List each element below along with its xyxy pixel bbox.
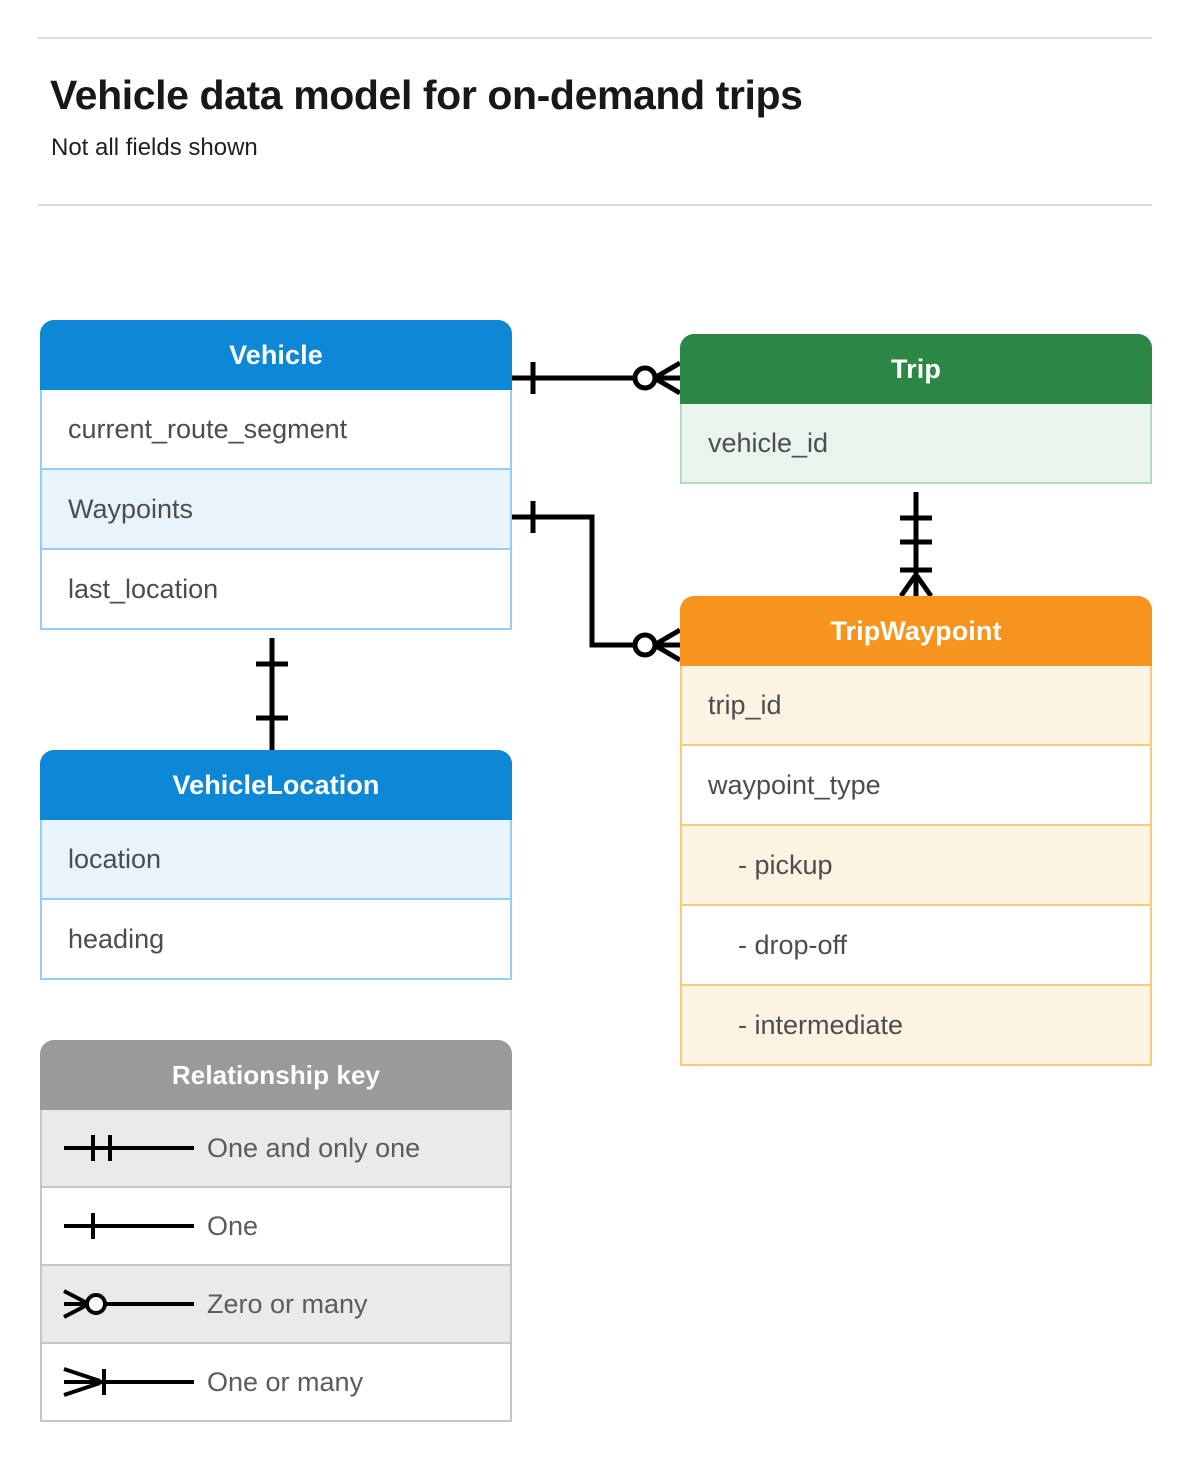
legend-item-zero-or-many[interactable]: Zero or many bbox=[40, 1266, 512, 1344]
entity-vehiclelocation-title: VehicleLocation bbox=[40, 750, 512, 820]
field-vehicle-id[interactable]: vehicle_id bbox=[680, 404, 1152, 484]
field-waypoint-type-intermediate[interactable]: - intermediate bbox=[680, 986, 1152, 1066]
entity-vehicle-fields: current_route_segment Waypoints last_loc… bbox=[40, 390, 512, 630]
field-waypoint-type-dropoff[interactable]: - drop-off bbox=[680, 906, 1152, 986]
field-last-location[interactable]: last_location bbox=[40, 550, 512, 630]
legend-item-one-and-only-one[interactable]: One and only one bbox=[40, 1110, 512, 1188]
field-trip-id[interactable]: trip_id bbox=[680, 666, 1152, 746]
field-current-route-segment[interactable]: current_route_segment bbox=[40, 390, 512, 470]
field-location[interactable]: location bbox=[40, 820, 512, 900]
page-header: Vehicle data model for on-demand trips N… bbox=[0, 0, 1190, 210]
connector-waypoints-to-tripwaypoint bbox=[512, 501, 682, 663]
legend-label-one-and-only-one: One and only one bbox=[207, 1132, 421, 1163]
connector-vehicle-to-vehiclelocation bbox=[256, 638, 288, 750]
relationship-key-legend[interactable]: Relationship key One and only one One bbox=[40, 1040, 512, 1422]
page-title: Vehicle data model for on-demand trips bbox=[50, 72, 803, 118]
field-waypoint-type[interactable]: waypoint_type bbox=[680, 746, 1152, 826]
entity-trip-fields: vehicle_id bbox=[680, 404, 1152, 484]
connector-trip-to-tripwaypoint bbox=[898, 492, 934, 598]
header-divider-top bbox=[38, 37, 1152, 39]
zero-or-many-icon bbox=[42, 1284, 207, 1324]
entity-trip-title: Trip bbox=[680, 334, 1152, 404]
entity-vehiclelocation[interactable]: VehicleLocation location heading bbox=[40, 750, 512, 980]
entity-tripwaypoint-title: TripWaypoint bbox=[680, 596, 1152, 666]
one-or-many-icon bbox=[42, 1362, 207, 1402]
entity-trip[interactable]: Trip vehicle_id bbox=[680, 334, 1152, 484]
legend-item-one[interactable]: One bbox=[40, 1188, 512, 1266]
entity-tripwaypoint[interactable]: TripWaypoint trip_id waypoint_type - pic… bbox=[680, 596, 1152, 1066]
field-waypoints[interactable]: Waypoints bbox=[40, 470, 512, 550]
field-waypoint-type-pickup[interactable]: - pickup bbox=[680, 826, 1152, 906]
entity-vehicle-title: Vehicle bbox=[40, 320, 512, 390]
entity-vehicle[interactable]: Vehicle current_route_segment Waypoints … bbox=[40, 320, 512, 630]
entity-vehiclelocation-fields: location heading bbox=[40, 820, 512, 980]
field-heading[interactable]: heading bbox=[40, 900, 512, 980]
legend-item-one-or-many[interactable]: One or many bbox=[40, 1344, 512, 1422]
page-subtitle: Not all fields shown bbox=[51, 134, 258, 161]
legend-label-one: One bbox=[207, 1210, 259, 1241]
header-divider-bottom bbox=[38, 204, 1152, 206]
one-icon bbox=[42, 1206, 207, 1246]
connector-vehicle-to-trip bbox=[512, 360, 682, 396]
one-and-only-one-icon bbox=[42, 1128, 207, 1168]
legend-label-one-or-many: One or many bbox=[207, 1366, 364, 1397]
legend-title: Relationship key bbox=[40, 1040, 512, 1110]
legend-label-zero-or-many: Zero or many bbox=[207, 1288, 368, 1319]
entity-tripwaypoint-fields: trip_id waypoint_type - pickup - drop-of… bbox=[680, 666, 1152, 1066]
